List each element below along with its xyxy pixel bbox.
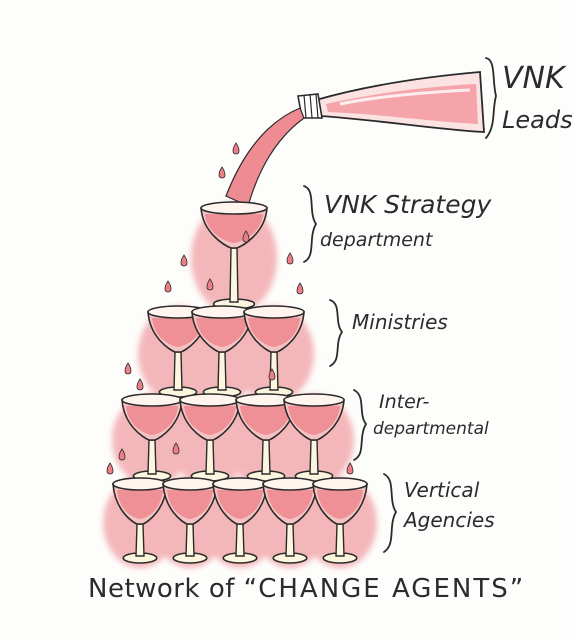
glass-wine [288, 406, 340, 435]
glass-wine [317, 490, 363, 519]
glass-stem [147, 439, 157, 475]
champagne-glass [235, 393, 297, 482]
glass-wine [240, 406, 292, 435]
champagne-glass [179, 393, 241, 482]
champagne-glass [212, 477, 268, 564]
label-vnk-strategy: VNK Strategy [324, 190, 492, 219]
glass-wine [267, 490, 313, 519]
glass-rim [212, 477, 268, 491]
diagram-title: Network of “CHANGE AGENTS” [88, 576, 525, 602]
label-ministries: Ministries [352, 310, 448, 334]
glass-wine [167, 490, 213, 519]
champagne-glass [243, 305, 305, 398]
glass-wine [196, 318, 248, 347]
bracket-vnk [485, 57, 497, 139]
champagne-glass [162, 477, 218, 564]
wine-drop [218, 166, 226, 179]
wine-drops [106, 142, 354, 475]
glass-stem [285, 523, 295, 557]
label-vnk: VNK [502, 61, 565, 96]
wine-drop [268, 368, 276, 381]
champagne-glass [283, 393, 345, 482]
glass-stem [229, 247, 239, 303]
bracket-inter [353, 389, 368, 461]
level-brackets [303, 57, 497, 553]
label-vertical: Vertical [404, 478, 480, 502]
glass-rim [112, 477, 168, 491]
wine-drop [232, 142, 240, 155]
label-department: department [320, 229, 433, 251]
champagne-glass [262, 477, 318, 564]
wine-drop [124, 362, 132, 375]
glass-wine [126, 406, 178, 435]
label-agencies: Agencies [404, 508, 495, 532]
glass-wine [184, 406, 236, 435]
glass-rim [283, 393, 345, 407]
bracket-strategy [303, 185, 318, 263]
glass-rim [162, 477, 218, 491]
wine-drop [172, 442, 180, 455]
champagne-glass [191, 305, 253, 398]
wine-drop [242, 230, 250, 243]
wine-drop [118, 448, 126, 461]
wine-drop [180, 254, 188, 267]
glass-stem [135, 523, 145, 557]
glass-wine [248, 318, 300, 347]
glass-rim [200, 201, 268, 215]
glass-stem [335, 523, 345, 557]
glass-tower [112, 201, 368, 564]
glass-rim [243, 305, 305, 319]
title-prefix: Network of [88, 574, 244, 604]
wine-drop [296, 282, 304, 295]
glass-rim [191, 305, 253, 319]
bracket-ministries [329, 299, 344, 367]
champagne-glass [312, 477, 368, 564]
wine-stream [225, 107, 305, 207]
glass-stem [261, 439, 271, 475]
glass-rim [179, 393, 241, 407]
wine-drop [206, 278, 214, 291]
bracket-vertical [383, 473, 398, 553]
label-leads: Leads [502, 106, 573, 134]
glass-wine [152, 318, 204, 347]
bottle [297, 71, 485, 133]
glass-stem [185, 523, 195, 557]
glass-rim [121, 393, 183, 407]
title-emphasis: “CHANGE AGENTS” [243, 574, 526, 604]
glass-stem [235, 523, 245, 557]
wine-drop [286, 252, 294, 265]
glass-rim [262, 477, 318, 491]
wine-drop [106, 462, 114, 475]
glass-stem [173, 351, 183, 391]
wine-drop [136, 378, 144, 391]
wine-drop [164, 280, 172, 293]
label-departmental: departmental [373, 419, 489, 439]
wine-drop [346, 462, 354, 475]
glass-stem [217, 351, 227, 391]
glass-stem [309, 439, 319, 475]
champagne-glass [121, 393, 183, 482]
glass-rim [312, 477, 368, 491]
glass-wine [217, 490, 263, 519]
glass-wine [117, 490, 163, 519]
glass-stem [205, 439, 215, 475]
label-inter: Inter- [379, 391, 430, 413]
